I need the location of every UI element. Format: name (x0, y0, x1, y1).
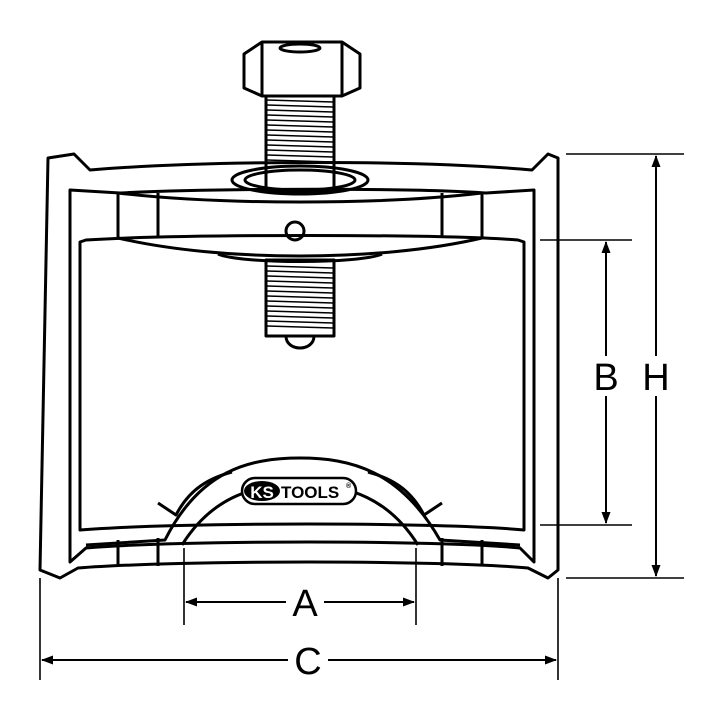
lower-thread-line (266, 320, 334, 324)
spindle-tip (284, 335, 316, 350)
lower-thread-line (266, 270, 334, 274)
logo-tools-text: TOOLS (281, 483, 339, 502)
upper-thread-line (266, 139, 334, 143)
hex-head-faces (260, 42, 344, 96)
crossbar-right-end (440, 193, 484, 238)
bottom-saddle (85, 456, 521, 547)
top-boss-inner (243, 168, 357, 192)
upper-thread-line (266, 99, 334, 103)
upper-thread-line (266, 114, 334, 118)
logo-ks-text: KS (250, 483, 274, 502)
clamping-plate-outline (78, 234, 526, 532)
saddle-right-tab (367, 470, 443, 517)
lower-thread-line (266, 315, 334, 319)
ks-tools-logo: KS TOOLS ® (240, 476, 358, 506)
crossbar-pin (284, 220, 306, 242)
logo-registered-mark: ® (346, 482, 352, 490)
lower-thread-line (266, 305, 334, 309)
crossbar-bottom-edge (117, 236, 483, 258)
lower-thread-line (266, 300, 334, 304)
lower-thread-line (266, 290, 334, 294)
lower-thread-line (266, 265, 334, 269)
spindle-threads (266, 99, 334, 329)
lower-thread-line (266, 325, 334, 329)
hex-head-bore (278, 42, 322, 54)
lower-thread-line (266, 310, 334, 314)
upper-thread-line (266, 109, 334, 113)
upper-thread-line (266, 144, 334, 148)
upper-thread-line (266, 129, 334, 133)
lower-left-block (116, 538, 160, 566)
dimension-label-h: H (642, 357, 669, 399)
frame-outline (38, 152, 560, 580)
spindle-lower (264, 258, 336, 338)
crossbar-top-edge (117, 191, 483, 204)
spindle-upper (264, 94, 336, 194)
lower-thread-line (266, 275, 334, 279)
upper-thread-line (266, 149, 334, 153)
dimension-label-a: A (292, 583, 318, 625)
upper-thread-line (266, 159, 334, 163)
lower-thread-line (266, 280, 334, 284)
dimension-label-b: B (593, 357, 618, 399)
top-boss-outer (230, 164, 370, 196)
crossbar-left-end (116, 193, 160, 238)
frame-window (68, 187, 536, 564)
lower-right-block (440, 538, 484, 566)
upper-thread-line (266, 124, 334, 128)
lower-thread-line (266, 295, 334, 299)
upper-thread-line (266, 134, 334, 138)
dimension-label-c: C (294, 641, 321, 683)
saddle-left-tab (157, 470, 233, 517)
lower-thread-line (266, 285, 334, 289)
upper-thread-line (266, 154, 334, 158)
upper-thread-line (266, 119, 334, 123)
hex-head (242, 40, 362, 98)
upper-thread-line (266, 104, 334, 108)
